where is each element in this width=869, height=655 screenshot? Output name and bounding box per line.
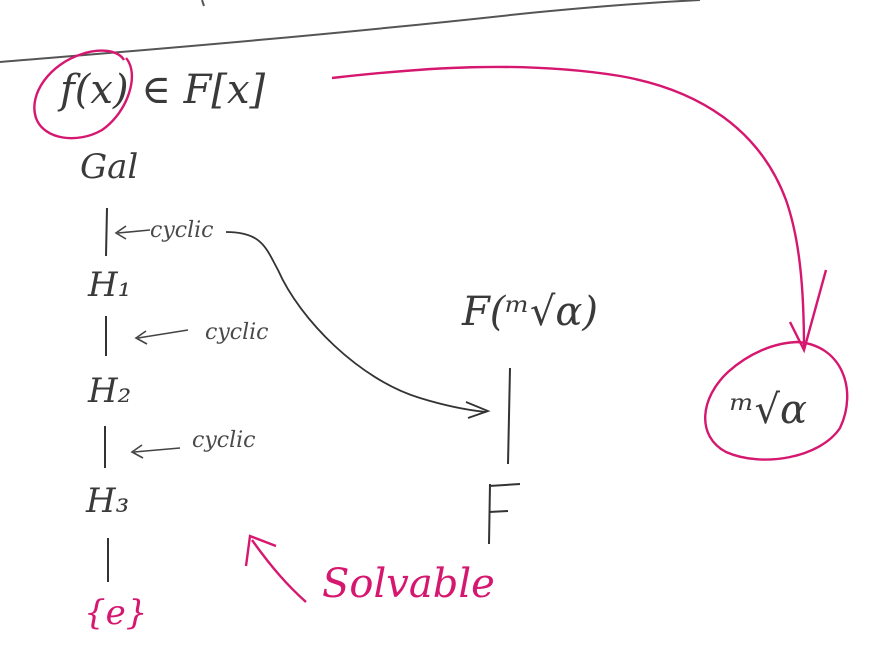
cyclic-label-1: cyclic	[150, 218, 214, 243]
field-line-1	[507, 367, 511, 465]
extension-field-label: F(ᵐ√α)	[462, 289, 598, 335]
tower-line-1	[105, 207, 108, 257]
trivial-group: {e}	[84, 593, 148, 633]
root-arrow	[331, 65, 806, 351]
cyclic-arrow-3	[130, 444, 181, 459]
field-line-2	[488, 483, 491, 545]
root-arrowhead	[788, 269, 828, 354]
solvable-label: Solvable	[322, 561, 495, 607]
solvable-arrow	[244, 534, 307, 603]
radical-circle	[704, 340, 849, 461]
correspondence-arrowhead	[465, 401, 491, 419]
subgroup-h2: H₂	[88, 371, 132, 411]
subgroup-h3: H₃	[86, 481, 130, 521]
galois-group-label: Gal	[80, 147, 139, 187]
subgroup-h1: H₁	[88, 265, 132, 305]
cyclic-arrow-1	[114, 225, 151, 240]
cyclic-label-3: cyclic	[192, 428, 256, 453]
correspondence-curve	[225, 231, 487, 413]
field-F-top	[488, 483, 521, 513]
cyclic-label-2: cyclic	[205, 320, 269, 345]
cyclic-arrow-2	[134, 329, 189, 345]
radical-label: ᵐ√α	[730, 387, 808, 433]
top-mark	[201, 0, 205, 7]
top-divider-line	[0, 0, 701, 63]
polynomial-label: f(x) ∈ F[x]	[60, 67, 266, 113]
fx-circle	[33, 49, 134, 140]
